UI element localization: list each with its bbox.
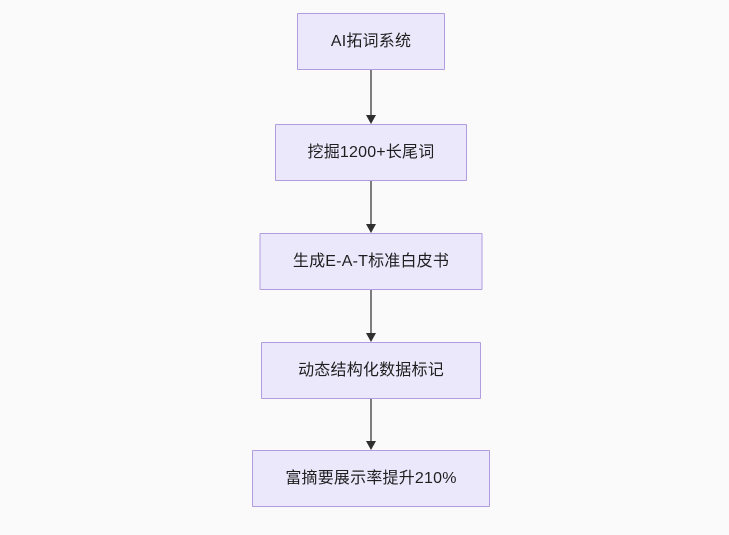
- flow-node-label: 动态结构化数据标记: [298, 361, 444, 379]
- flow-node-label: 生成E-A-T标准白皮书: [292, 252, 450, 270]
- connector-line: [370, 290, 372, 334]
- arrowhead-icon: [366, 333, 376, 342]
- flow-connector: [364, 399, 378, 450]
- arrowhead-icon: [366, 224, 376, 233]
- connector-line: [370, 399, 372, 442]
- arrowhead-icon: [366, 441, 376, 450]
- flow-node-3[interactable]: 生成E-A-T标准白皮书: [259, 233, 483, 290]
- flow-connector: [364, 290, 378, 342]
- flow-connector: [364, 181, 378, 233]
- connector-line: [370, 181, 372, 225]
- connector-line: [370, 70, 372, 116]
- flow-node-1[interactable]: AI拓词系统: [297, 13, 445, 70]
- flow-connector: [364, 70, 378, 124]
- arrowhead-icon: [366, 115, 376, 124]
- flow-node-2[interactable]: 挖掘1200+长尾词: [275, 124, 467, 181]
- flow-node-label: AI拓词系统: [330, 32, 412, 50]
- flow-node-5[interactable]: 富摘要展示率提升210%: [252, 450, 490, 507]
- flow-node-label: 富摘要展示率提升210%: [285, 469, 457, 487]
- flow-node-4[interactable]: 动态结构化数据标记: [261, 342, 481, 399]
- flow-node-label: 挖掘1200+长尾词: [307, 143, 435, 161]
